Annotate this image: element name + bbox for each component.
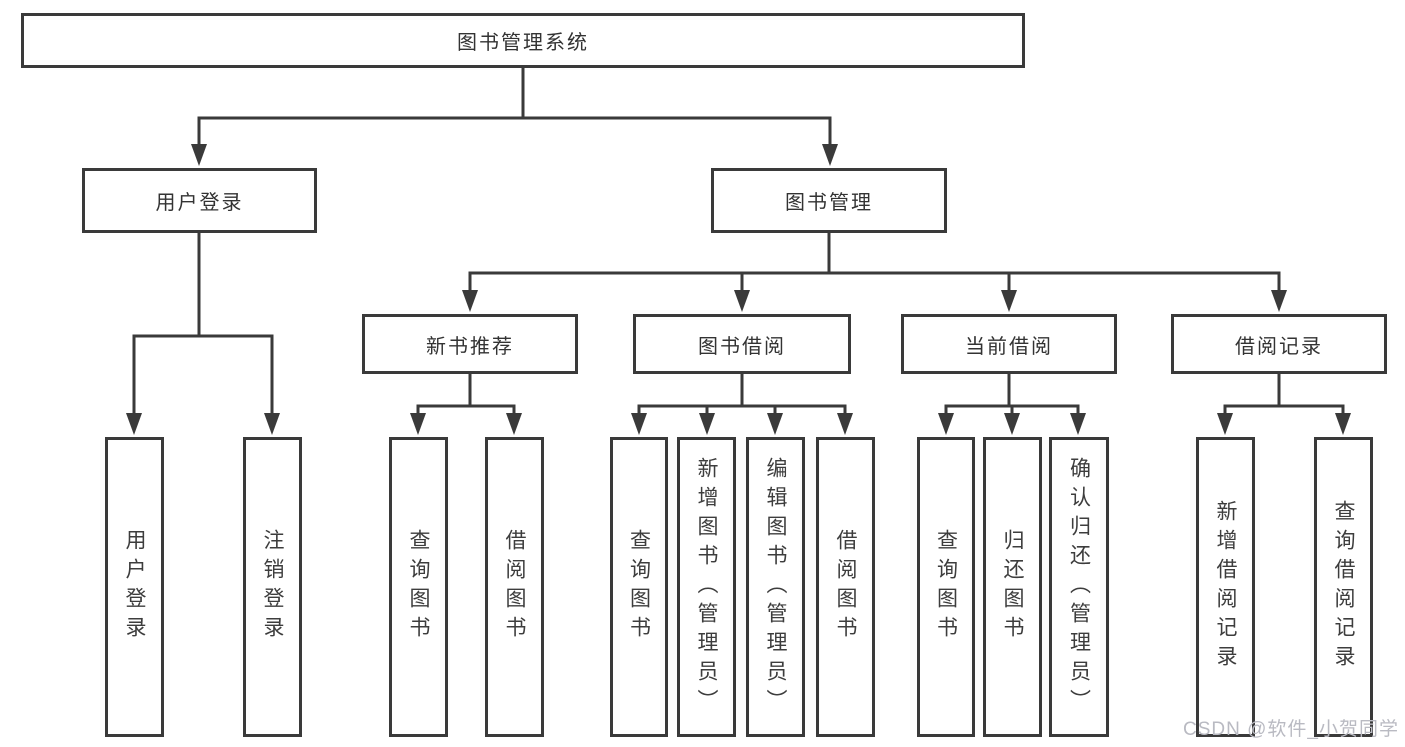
leaf-edit-books-admin: 编辑图书（管理员） <box>746 437 805 737</box>
node-book-management: 图书管理 <box>711 168 947 233</box>
leaf-label: 新增图书（管理员） <box>695 456 718 718</box>
leaf-label: 编辑图书（管理员） <box>764 456 787 718</box>
leaf-borrow-books-recommend: 借阅图书 <box>485 437 544 737</box>
leaf-label: 查询借阅记录 <box>1332 500 1355 674</box>
leaf-user-login: 用户登录 <box>105 437 164 737</box>
node-label: 图书管理系统 <box>457 32 589 54</box>
leaf-return-books: 归还图书 <box>983 437 1042 737</box>
leaf-borrow-books-borrowing: 借阅图书 <box>816 437 875 737</box>
node-book-borrowing: 图书借阅 <box>633 314 851 374</box>
leaf-label: 新增借阅记录 <box>1214 500 1237 674</box>
leaf-label: 确认归还（管理员） <box>1067 456 1091 718</box>
leaf-label: 查询图书 <box>407 529 430 645</box>
leaf-label: 借阅图书 <box>503 529 526 645</box>
leaf-logout-login: 注销登录 <box>243 437 302 737</box>
node-label: 图书管理 <box>785 192 873 214</box>
csdn-watermark: CSDN @软件_小贺同学 <box>1183 719 1399 740</box>
node-label: 用户登录 <box>155 192 244 214</box>
leaf-query-books-borrowing: 查询图书 <box>610 437 668 737</box>
leaf-label: 查询图书 <box>934 529 958 645</box>
node-label: 借阅记录 <box>1235 335 1323 358</box>
leaf-label: 查询图书 <box>627 529 651 645</box>
node-label: 图书借阅 <box>698 335 786 358</box>
arrowheads <box>126 144 1351 435</box>
leaf-add-books-admin: 新增图书（管理员） <box>677 437 736 737</box>
leaf-add-borrow-record: 新增借阅记录 <box>1196 437 1255 737</box>
node-label: 当前借阅 <box>965 335 1053 358</box>
node-user-login: 用户登录 <box>82 168 317 233</box>
leaf-label: 用户登录 <box>123 529 146 645</box>
leaf-label: 归还图书 <box>1001 529 1024 645</box>
leaf-query-books-current: 查询图书 <box>917 437 975 737</box>
leaf-query-borrow-record: 查询借阅记录 <box>1314 437 1373 737</box>
node-new-book-recommendation: 新书推荐 <box>362 314 578 374</box>
node-borrowing-records: 借阅记录 <box>1171 314 1387 374</box>
node-label: 新书推荐 <box>426 335 514 358</box>
leaf-label: 借阅图书 <box>834 529 857 645</box>
leaf-query-books-recommend: 查询图书 <box>389 437 448 737</box>
node-library-management-system: 图书管理系统 <box>21 13 1025 68</box>
leaf-confirm-return-admin: 确认归还（管理员） <box>1049 437 1109 737</box>
node-current-borrowing: 当前借阅 <box>901 314 1117 374</box>
leaf-label: 注销登录 <box>261 529 284 645</box>
